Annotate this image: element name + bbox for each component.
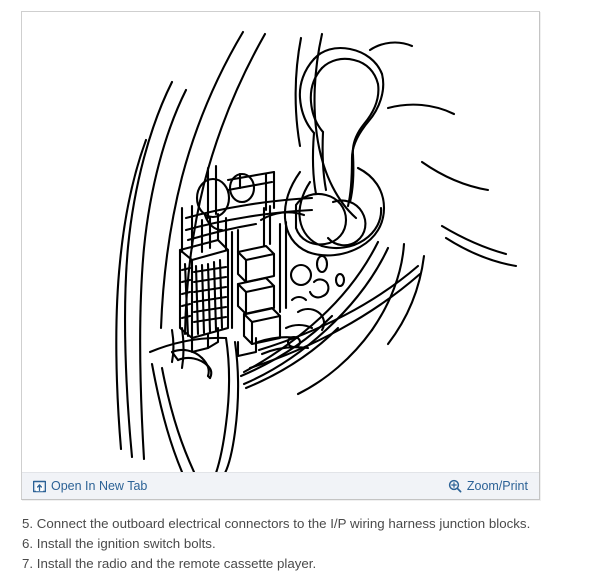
instrument-panel-line-drawing <box>115 30 518 473</box>
image-viewer-toolbar: Open In New Tab Zoom/Print <box>22 472 539 499</box>
open-in-new-tab-icon <box>33 480 46 493</box>
magnifier-plus-icon <box>448 479 462 493</box>
open-in-new-tab-label: Open In New Tab <box>51 478 148 493</box>
figure-area[interactable] <box>22 12 539 473</box>
zoom-print-label: Zoom/Print <box>466 478 528 493</box>
zoom-print-link[interactable]: Zoom/Print <box>448 479 528 493</box>
image-viewer-card: Open In New Tab Zoom/Print <box>21 11 540 500</box>
open-in-new-tab-link[interactable]: Open In New Tab <box>33 480 147 493</box>
instruction-item: 6. Install the ignition switch bolts. <box>22 536 216 551</box>
instruction-list: 5. Connect the outboard electrical conne… <box>22 514 597 574</box>
instruction-item: 5. Connect the outboard electrical conne… <box>22 516 531 531</box>
instruction-item: 7. Install the radio and the remote cass… <box>22 556 317 571</box>
